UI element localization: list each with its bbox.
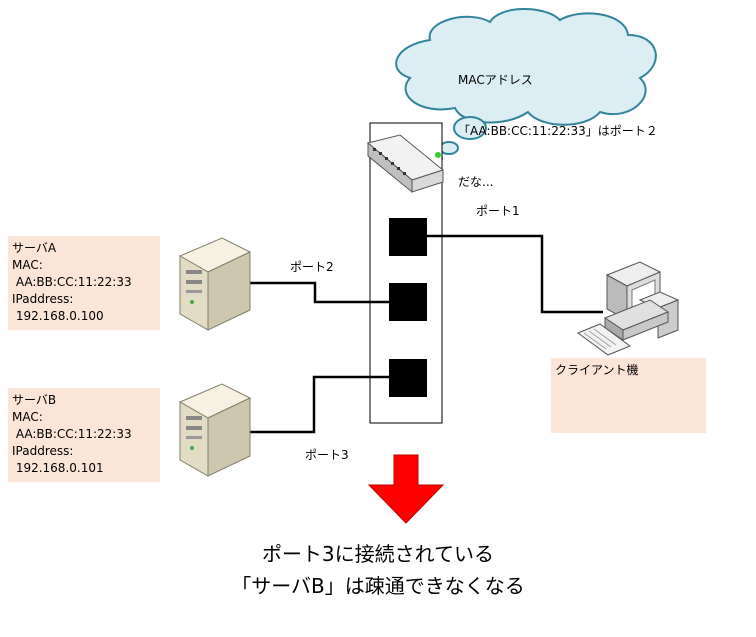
port-1 [389, 218, 427, 256]
cloud-line-2: 「AA:BB:CC:11:22:33」はポート２ [458, 124, 658, 138]
cable-port3-server-b [248, 375, 389, 434]
server-a-mac: AA:BB:CC:11:22:33 [12, 275, 132, 289]
server-b-title: サーバB [12, 393, 57, 407]
server-b-ip-label: IPaddress: [12, 444, 74, 458]
server-icon [178, 237, 252, 331]
cloud-line-3: だな... [458, 175, 494, 189]
cable-port2-server-a [248, 281, 389, 304]
server-b-info: サーバB MAC: AA:BB:CC:11:22:33 IPaddress: 1… [8, 388, 160, 482]
server-b-mac: AA:BB:CC:11:22:33 [12, 427, 132, 441]
cable-port1-client [427, 234, 603, 314]
port-1-label: ポート1 [476, 204, 520, 218]
cloud-text: MACアドレス 「AA:BB:CC:11:22:33」はポート２ だな... [458, 38, 658, 208]
server-b-mac-label: MAC: [12, 410, 43, 424]
caption-line-1: ポート3に接続されている [261, 542, 495, 566]
server-a-title: サーバA [12, 241, 57, 255]
server-a-info: サーバA MAC: AA:BB:CC:11:22:33 IPaddress: 1… [8, 236, 160, 330]
port-2-label: ポート2 [290, 260, 334, 274]
client-pc-icon [576, 261, 680, 356]
port-2 [389, 283, 427, 321]
server-b-ip: 192.168.0.101 [12, 461, 104, 475]
server-a-mac-label: MAC: [12, 258, 43, 272]
server-a-ip: 192.168.0.100 [12, 309, 104, 323]
server-a-ip-label: IPaddress: [12, 292, 74, 306]
port-3-label: ポート3 [305, 448, 349, 462]
cloud-line-1: MACアドレス [458, 73, 533, 87]
client-label: クライアント機 [555, 363, 639, 377]
down-arrow-icon [367, 454, 445, 524]
port-3 [389, 359, 427, 397]
switch-icon [366, 134, 445, 194]
client-info: クライアント機 [551, 358, 706, 433]
server-icon [178, 383, 252, 477]
caption-line-2: 「サーバB」は疎通できなくなる [231, 574, 525, 598]
